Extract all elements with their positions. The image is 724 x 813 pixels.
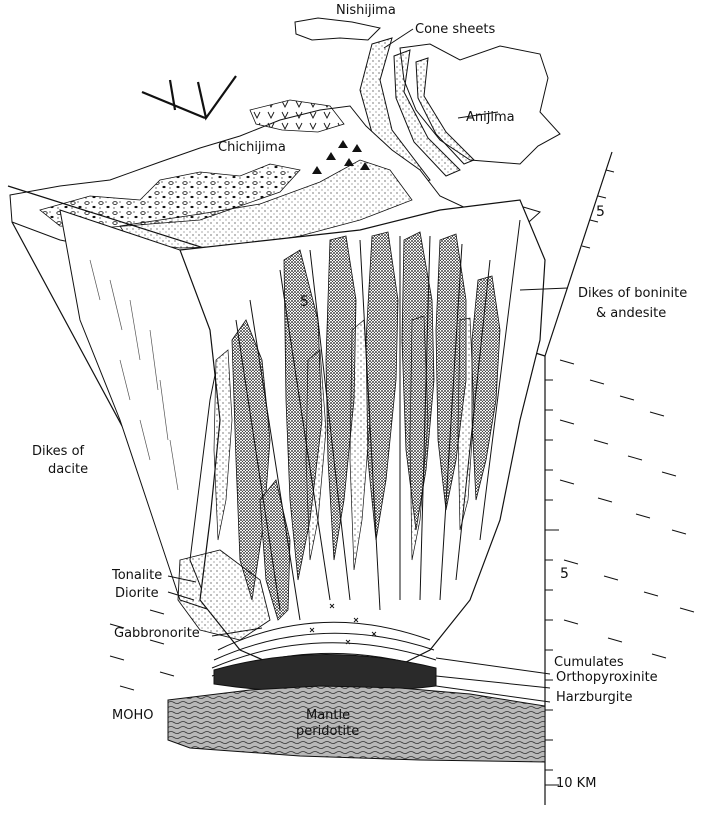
scale-tick-mid: 5	[300, 294, 309, 310]
cone-sheets-label: Cone sheets	[415, 22, 495, 38]
dikes-boninite-label-line2: & andesite	[596, 306, 666, 322]
gabbronorite-label: Gabbronorite	[114, 626, 200, 642]
dikes-boninite-label-line1: Dikes of boninite	[578, 286, 687, 302]
dikes-dacite-label-line1: Dikes of	[32, 444, 84, 460]
country-rock-dashes-left	[110, 610, 174, 690]
nishijima-label: Nishijima	[336, 3, 396, 19]
harzburgite-label: Harzburgite	[556, 690, 632, 706]
cumulates-label: Cumulates	[554, 655, 624, 671]
mantle-label-line1: Mantle	[306, 708, 350, 724]
mantle-label-line2: peridotite	[296, 724, 359, 740]
orientation-symbol	[142, 76, 236, 118]
diorite-label: Diorite	[115, 586, 159, 602]
scale-tick-lower: 5	[560, 566, 569, 582]
country-rock-dashes	[560, 360, 694, 658]
scale-tick-bottom: 10 KM	[556, 776, 596, 791]
tonalite-label: Tonalite	[112, 568, 162, 584]
scale-tick-top: 5	[596, 204, 605, 220]
nishijima-island	[295, 18, 380, 40]
moho-label: MOHO	[112, 708, 153, 724]
dikes-dacite-label-line2: dacite	[48, 462, 88, 478]
chichijima-label: Chichijima	[218, 140, 286, 156]
orthopyroxinite-label: Orthopyroxinite	[556, 670, 658, 686]
anijima-label: Anijima	[466, 110, 515, 126]
